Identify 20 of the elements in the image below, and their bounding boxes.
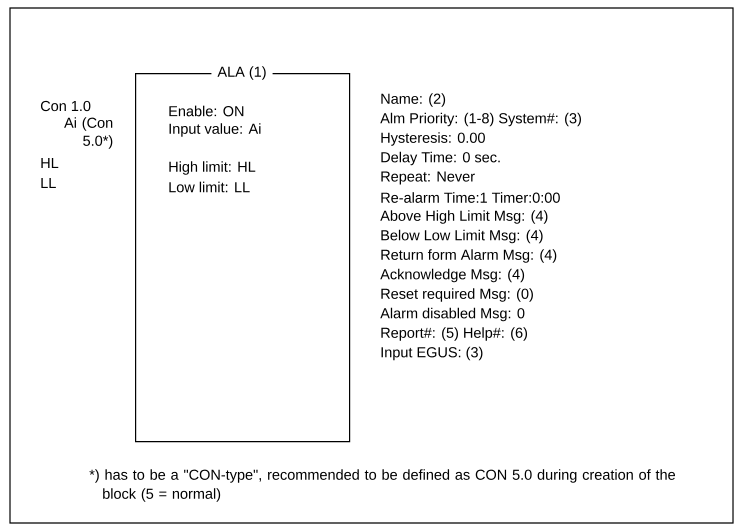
parameter-text: Delay Time: 0 sec.: [381, 152, 500, 166]
parameter-text: Hysteresis: 0.00: [381, 132, 485, 146]
parameter-text: Reset required Msg: (0): [381, 288, 533, 302]
parameter-text: Repeat: Never: [381, 172, 475, 184]
parameter-text: Below Low Limit Msg: (4): [381, 230, 543, 244]
function-block: ALA (1) Enable: ON Input value: Ai High limit: HL Low limit: LL: [135, 65, 350, 442]
footnote: *) has to be a "CON-type", recommended to be defined as CON 5.0 during creation of the block (5 = normal): [89, 469, 676, 502]
parameter-text: Above High Limit Msg: (4): [380, 210, 548, 224]
parameter-text: Acknowledge Msg: (4): [380, 268, 524, 282]
parameter-text: Alm Priority: (1-8) System#: (3): [380, 112, 581, 126]
input-label: LL: [41, 178, 56, 188]
parameter-text: Re-alarm Time:1 Timer:0:00: [381, 192, 560, 203]
parameter-text: Alarm disabled Msg: 0: [380, 308, 524, 322]
parameter-text: Input EGUS: (3): [382, 346, 482, 360]
parameter-text: Report#: (5) Help#: (6): [381, 327, 528, 341]
parameter-text: Return form Alarm Msg: (4): [381, 249, 556, 263]
input-label: HL: [41, 158, 58, 168]
parameter-text: Name: (2): [381, 93, 446, 107]
input-label: Ai (Con 5.0*): [64, 117, 112, 149]
input-label: Con 1.0: [40, 100, 90, 112]
